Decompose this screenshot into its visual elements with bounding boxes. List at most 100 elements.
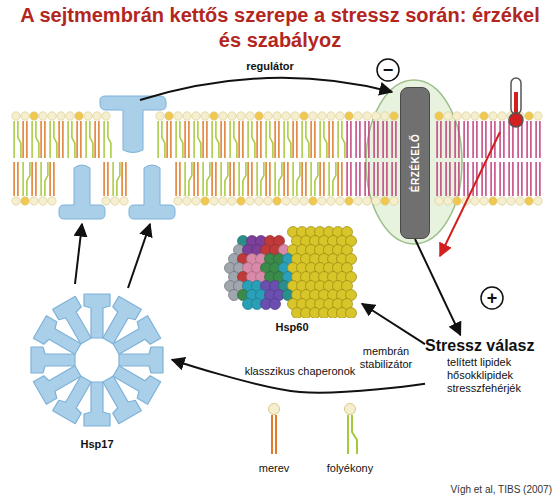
lipid-head: [237, 197, 245, 205]
lipid-tail: [332, 121, 334, 158]
lipid-tail: [107, 162, 109, 196]
lipid-tail: [508, 162, 510, 196]
lipid-tail: [305, 162, 307, 196]
lipid-tail: [301, 162, 303, 196]
lipid-tail: [503, 121, 505, 158]
lipid-tail: [243, 162, 246, 196]
lipid-tail: [333, 162, 336, 196]
lipid-head: [489, 197, 497, 205]
lipid-head: [165, 112, 173, 120]
lipid-tail: [188, 121, 190, 158]
lipid-tail: [193, 162, 195, 196]
lipid-tail: [94, 121, 96, 158]
caption: Vígh et al, TIBS (2007): [450, 484, 552, 495]
lipid-head: [192, 112, 200, 120]
lipid-tail: [301, 121, 303, 158]
lipid-tail: [125, 162, 127, 196]
lipid-head: [372, 112, 380, 120]
lipid-tail: [215, 162, 217, 196]
lipid-tail: [337, 162, 339, 196]
lipid-tail: [391, 162, 393, 196]
lipid-head: [327, 112, 335, 120]
hsp60-subunit: [270, 299, 281, 310]
lipid-tail: [54, 121, 57, 158]
lipid-head: [156, 112, 164, 120]
lipid-head: [372, 197, 380, 205]
lipid-tail: [247, 162, 249, 196]
membrane-protein: [59, 96, 175, 219]
lipid-tail: [283, 121, 285, 158]
lipid-head: [318, 197, 326, 205]
lipid-tail: [395, 162, 397, 196]
lipid-head: [507, 197, 515, 205]
lipid-tail: [261, 162, 264, 196]
lipid-head: [498, 197, 506, 205]
lipid-tail: [364, 121, 366, 158]
lipid-tail: [364, 162, 366, 196]
lipid-head: [381, 112, 389, 120]
lipid-tail: [260, 121, 262, 158]
sign-symbol: +: [487, 288, 498, 308]
lipid-head: [453, 112, 461, 120]
legend-item: merev: [259, 402, 290, 474]
lipid-tail: [17, 162, 19, 196]
lipid-tail: [454, 162, 456, 196]
lipid-tail: [252, 121, 255, 158]
lipid-head: [210, 112, 218, 120]
heat-arrow: [440, 132, 500, 256]
lipid-tail: [382, 162, 384, 196]
lipid-tail: [26, 121, 28, 158]
lipid-head: [336, 112, 344, 120]
response-heading: Stressz válasz: [425, 336, 543, 356]
lipid-tail: [490, 162, 492, 196]
arrow-label: regulátor: [246, 59, 294, 73]
lipid-tail: [323, 162, 325, 196]
title: A sejtmembrán kettős szerepe a stressz s…: [20, 3, 540, 53]
lipid-tail: [530, 121, 532, 158]
lipid-tail: [225, 162, 228, 196]
lipid-head: [345, 112, 353, 120]
lipid-head: [327, 197, 335, 205]
lipid-tail: [377, 162, 379, 196]
lipid-tail: [436, 121, 438, 158]
lipid-head: [471, 112, 479, 120]
lipid-tail: [476, 121, 478, 158]
lipid-tail: [166, 121, 168, 158]
lipid-tail: [310, 121, 312, 158]
lipid-tail: [310, 162, 312, 196]
lipid-head: [264, 197, 272, 205]
membrane-protein: [59, 165, 105, 219]
lipid-tail: [184, 162, 186, 196]
sensor-label: ÉRZÉKELŐ: [410, 134, 421, 192]
thermometer: [509, 113, 523, 127]
lipid-head: [255, 112, 263, 120]
lipid-head: [201, 112, 209, 120]
lipid-tail: [193, 121, 195, 158]
lipid-tail: [256, 162, 258, 196]
lipid-tail: [508, 121, 510, 158]
lipid-tail: [377, 121, 379, 158]
lipid-head: [102, 112, 110, 120]
lipid-tail: [535, 121, 537, 158]
lipid-tail: [22, 162, 24, 196]
lipid-tail: [49, 121, 51, 158]
lipid-tail: [382, 121, 384, 158]
lipid-tail: [90, 121, 93, 158]
lipid-tail: [512, 162, 514, 196]
lipid-tail: [269, 162, 271, 196]
lipid-tail: [458, 121, 460, 158]
lipid-tail: [292, 162, 294, 196]
lipid-tail: [197, 162, 199, 196]
insertion-arrow: [128, 224, 150, 288]
lipid-tail: [103, 162, 105, 196]
sensor-halo: [366, 80, 462, 244]
lipid-tail: [463, 162, 465, 196]
lipid-head: [219, 197, 227, 205]
lipid-head: [102, 197, 110, 205]
lipid-tail: [328, 121, 330, 158]
lipid-tail: [458, 162, 460, 196]
hsp17-subunit: [53, 296, 98, 347]
lipid-head: [525, 112, 533, 120]
lipid-head: [534, 112, 542, 120]
lipid-tail: [31, 162, 33, 196]
